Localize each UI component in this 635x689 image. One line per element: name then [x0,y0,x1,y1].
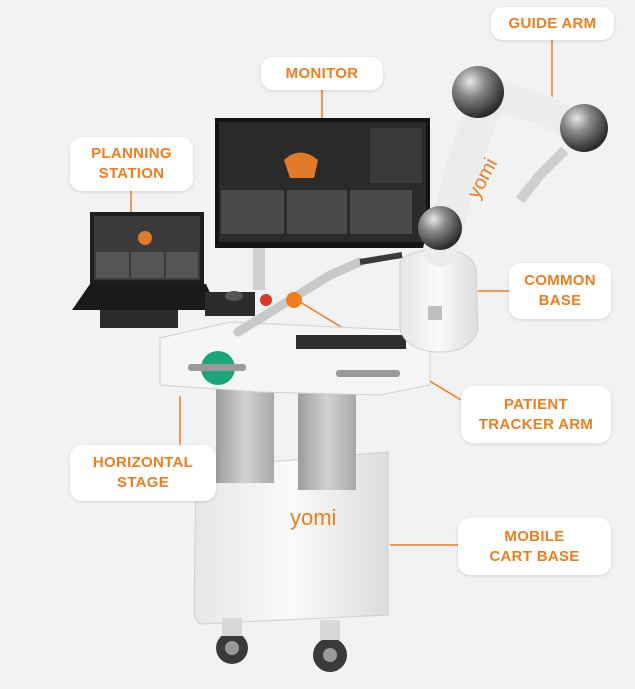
side-handle-right [336,370,400,377]
mobile-cart-text-line2: CART BASE [489,547,580,565]
monitor [215,118,430,290]
guide-arm-text: GUIDE ARM [508,14,597,32]
planning-station-text-line1: PLANNING [91,145,172,162]
cart-logo: yomi [290,505,336,530]
horizontal-stage-columns [216,380,356,490]
upper-joint-sphere [452,66,504,118]
horizontal-stage-text-line1: HORIZONTAL [92,454,194,471]
mobile-cart-base: yomi [193,451,389,672]
patient-tracker-text-line1: PATIENT [503,395,569,413]
lower-joint-sphere [418,206,462,250]
horizontal-stage [159,321,431,396]
patient-tracker-arm [233,252,403,337]
side-handle-left [188,364,246,371]
planning-station-text-line2: STATION [98,165,165,182]
guide-arm-label: GUIDE ARM [491,7,614,40]
mobile-cart-base-label: MOBILE CART BASE [458,518,611,575]
common-base-text-line2: BASE [538,292,582,309]
planning-station-laptop [72,212,255,328]
guide-arm: yomi [418,66,608,267]
patient-tracker-arm-label: PATIENT TRACKER ARM [461,386,611,443]
planning-station-label: PLANNING STATION [70,137,193,191]
wrist-joint-sphere [560,104,608,152]
horizontal-stage-label: HORIZONTAL STAGE [70,445,216,501]
common-base-label: COMMON BASE [509,263,611,319]
common-base-text-line1: COMMON [524,272,596,289]
patient-tracker-text-line2: TRACKER ARM [478,415,594,433]
monitor-label: MONITOR [261,57,383,90]
mobile-cart-text-line1: MOBILE [504,527,565,545]
common-base [399,249,479,353]
monitor-text: MONITOR [285,64,359,82]
horizontal-stage-text-line2: STAGE [116,474,170,491]
